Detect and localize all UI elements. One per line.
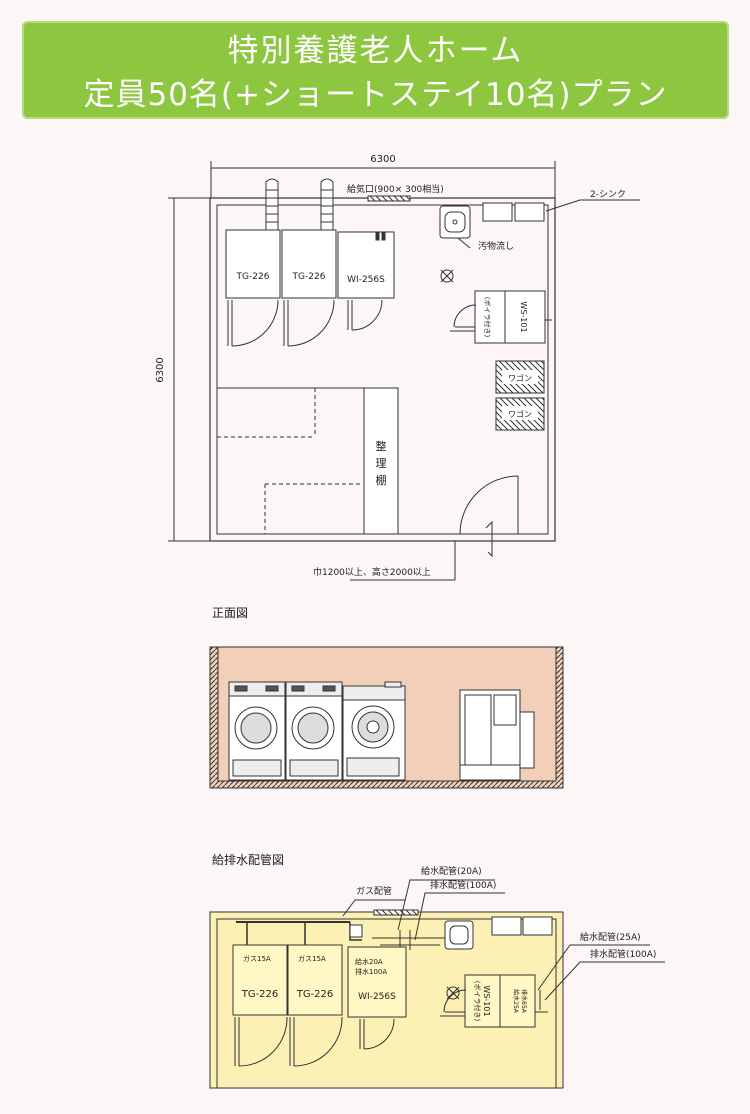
machine-tg226-1 — [225, 229, 281, 299]
front-machine-3 — [342, 681, 406, 781]
floor-plan — [168, 161, 640, 581]
gas-15a-2: ガス15A — [298, 954, 326, 963]
piping-diagram — [209, 879, 665, 1089]
dim-height-label: 6300 — [155, 357, 166, 382]
title-line-2: 定員50名(+ショートステイ10名)プラン — [83, 77, 668, 113]
shelf-label-3: 棚 — [376, 473, 387, 487]
title-line-1: 特別養護老人ホーム — [227, 33, 524, 69]
machine-tg226-2 — [281, 229, 337, 299]
title-banner: 特別養護老人ホーム 定員50名(+ショートステイ10名)プラン — [22, 21, 729, 119]
machine-2-label: TG-226 — [292, 272, 326, 282]
front-machine-2 — [285, 681, 343, 781]
front-machine-1 — [228, 681, 286, 781]
two-sink-right — [514, 202, 545, 222]
front-view — [209, 646, 564, 789]
storage-shelf — [363, 387, 399, 535]
vent-label: 給気口(900× 300相当) — [347, 183, 444, 195]
piping-labels: ガス配管 給水配管(20A) 排水配管(100A) 給水配管(25A) 排水配管… — [241, 865, 657, 1021]
wagon-1-label: ワゴン — [508, 373, 532, 383]
machine-ws101 — [474, 290, 546, 344]
drain-100a-label: 排水配管(100A) — [430, 879, 496, 891]
dim-width-label: 6300 — [370, 154, 395, 165]
pipe-ws101-sub: (ボイラ付き) — [473, 981, 482, 1022]
shelf-label-1: 整 — [376, 439, 387, 453]
pipe-ws-water: 給水25A — [512, 989, 520, 1014]
pipe-ws101-label: WS-101 — [482, 985, 491, 1016]
vent-marker — [367, 195, 411, 202]
water-25a-label: 給水配管(25A) — [580, 931, 641, 943]
piping-title: 給排水配管図 — [212, 852, 284, 867]
exhaust-duct — [265, 178, 334, 233]
pipe-machine-2-label: TG-226 — [296, 989, 334, 1000]
dirty-sink — [439, 205, 471, 239]
ws101-label: WS-101 — [519, 301, 528, 332]
door-note: 巾1200以上、高さ2000以上 — [313, 566, 431, 578]
ws101-sub-label: (ボイラ付き) — [483, 297, 492, 338]
pipe-ws-drain: 排水65A — [520, 989, 528, 1014]
gas-pipe-label: ガス配管 — [356, 885, 392, 897]
gas-15a-1: ガス15A — [243, 954, 271, 963]
machine-wi256s — [337, 231, 395, 299]
floor-drain-icon — [440, 269, 454, 283]
dirty-sink-label: 汚物流し — [478, 240, 514, 252]
machine-3-label: WI-256S — [347, 275, 385, 285]
water-20a-small: 給水20A — [355, 957, 383, 966]
drain-100a-small: 排水100A — [355, 967, 387, 976]
front-view-title: 正面図 — [212, 606, 248, 620]
shelf-label-2: 理 — [376, 457, 387, 470]
machine-1-label: TG-226 — [236, 272, 270, 282]
front-machine-ws — [459, 689, 535, 781]
water-20a-label: 給水配管(20A) — [421, 865, 482, 877]
two-sink-left — [482, 202, 513, 222]
wagon-2-label: ワゴン — [508, 409, 532, 419]
pipe-machine-3-label: WI-256S — [358, 992, 396, 1002]
two-sink-label: 2-シンク — [590, 189, 626, 200]
floor-plan-labels: 6300 6300 給気口(900× 300相当) 2-シンク 汚物流し TG-… — [155, 154, 626, 578]
entrance-door — [459, 475, 519, 535]
drain-100a-2-label: 排水配管(100A) — [590, 948, 656, 960]
pipe-machine-1-label: TG-226 — [241, 989, 279, 1000]
